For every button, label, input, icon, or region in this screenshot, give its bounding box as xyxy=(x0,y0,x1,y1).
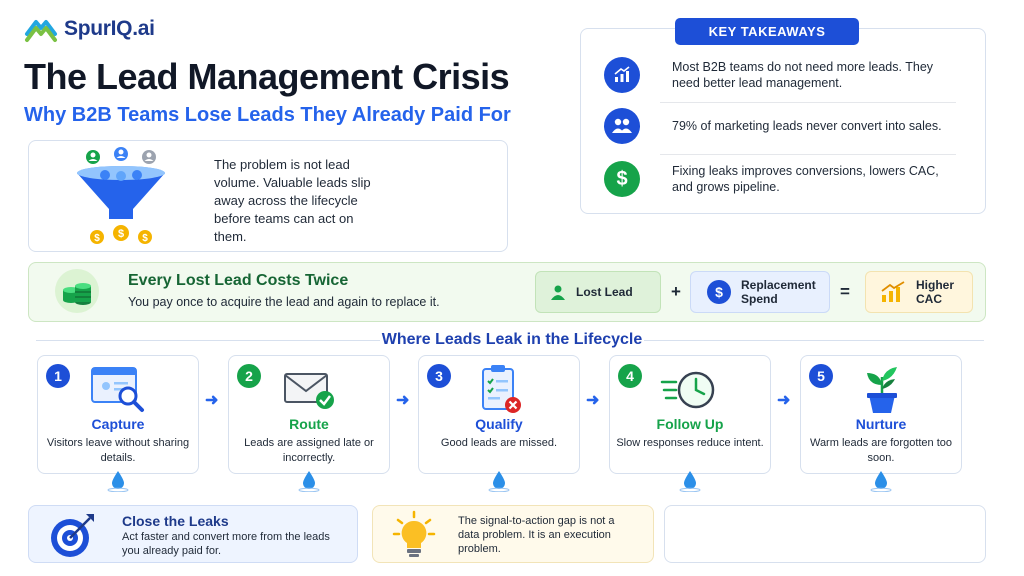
stage-follow-up-card: 4 Follow Up Slow responses reduce intent… xyxy=(609,355,771,474)
takeaway-text: Most B2B teams do not need more leads. T… xyxy=(672,60,934,90)
stage-title: Nurture xyxy=(855,416,907,432)
stage-title: Route xyxy=(289,416,329,432)
stage-description: Warm leads are forgotten too soon. xyxy=(809,437,953,464)
stage-route-card: 2 Route Leads are assigned late or incor… xyxy=(228,355,390,474)
stage-description: Slow responses reduce intent. xyxy=(616,437,764,449)
stage-description: Visitors leave without sharing details. xyxy=(46,437,190,464)
stage-number: 2 xyxy=(237,364,261,388)
stage-description: Good leads are missed. xyxy=(440,437,558,449)
replacement-spend-label: Replacement Spend xyxy=(741,278,816,306)
stage-title: Capture xyxy=(91,416,145,432)
stage-number: 1 xyxy=(46,364,70,388)
brand-logo: SpurIQ.ai xyxy=(24,14,155,44)
divider xyxy=(36,340,380,341)
stage-number: 4 xyxy=(618,364,642,388)
chart-growth-icon xyxy=(604,57,640,93)
stage-qualify-card: 3 Qualify Good leads are missed. xyxy=(418,355,580,474)
lost-lead-chip: Lost Lead xyxy=(535,271,661,313)
people-icon xyxy=(604,108,640,144)
stage-nurture-card: 5 Nurture Warm leads are forgotten too s… xyxy=(800,355,962,474)
plant-pot-icon xyxy=(851,362,913,418)
lifecycle-title: Where Leads Leak in the Lifecycle xyxy=(381,331,643,348)
browser-search-icon xyxy=(88,362,150,418)
water-drop-icon xyxy=(488,471,510,492)
takeaway-item: 79% of marketing leads never convert int… xyxy=(604,102,960,150)
equals-operator: = xyxy=(840,282,850,301)
svg-text:$: $ xyxy=(142,233,148,244)
leaking-funnel-icon: $ $ $ xyxy=(77,147,165,244)
higher-cac-chip: Higher CAC xyxy=(865,271,973,313)
stage-number: 5 xyxy=(809,364,833,388)
spuriq-logo-icon xyxy=(25,20,57,42)
page-title: The Lead Management Crisis xyxy=(24,56,510,97)
divider xyxy=(660,154,956,155)
cost-subtitle: You pay once to acquire the lead and aga… xyxy=(128,295,440,309)
target-icon xyxy=(51,514,94,557)
fast-clock-icon xyxy=(660,362,722,418)
key-takeaways-panel xyxy=(580,28,986,214)
stage-title: Follow Up xyxy=(656,416,724,432)
problem-statement: The problem is not lead volume. Valuable… xyxy=(214,157,371,244)
takeaway-item: $ Fixing leaks improves conversions, low… xyxy=(604,155,960,203)
replacement-spend-chip: $ Replacement Spend xyxy=(690,271,830,313)
svg-text:$: $ xyxy=(94,233,100,244)
stage-capture-card: 1 Capture Visitors leave without sharing… xyxy=(37,355,199,474)
water-drop-icon xyxy=(679,471,701,492)
problem-card: $ $ $ The problem is not lead volume. Va… xyxy=(28,140,508,252)
brand-name: SpurIQ.ai xyxy=(64,17,155,40)
coin-stack-icon xyxy=(55,269,99,313)
signal-gap-text: The signal-to-action gap is not a data p… xyxy=(458,515,615,555)
dollar-icon: $ xyxy=(604,161,640,197)
takeaway-text: Fixing leaks improves conversions, lower… xyxy=(672,164,939,194)
svg-text:$: $ xyxy=(118,228,124,240)
stage-description: Leads are assigned late or incorrectly. xyxy=(244,437,374,464)
bar-chart-up-icon xyxy=(881,281,905,302)
arrow-right-icon: ➜ xyxy=(396,392,410,409)
stage-number: 3 xyxy=(427,364,451,388)
page-subtitle: Why B2B Teams Lose Leads They Already Pa… xyxy=(24,104,511,126)
arrow-right-icon: ➜ xyxy=(777,392,791,409)
clipboard-x-icon xyxy=(469,362,531,418)
divider xyxy=(660,102,956,103)
takeaway-text: 79% of marketing leads never convert int… xyxy=(672,119,942,133)
cost-title: Every Lost Lead Costs Twice xyxy=(128,272,349,289)
empty-card xyxy=(664,505,986,563)
divider xyxy=(644,340,984,341)
arrow-right-icon: ➜ xyxy=(205,392,219,409)
key-takeaways-header: KEY TAKEAWAYS xyxy=(675,18,859,45)
water-drop-icon xyxy=(107,471,129,492)
higher-cac-label: Higher CAC xyxy=(916,278,955,306)
close-the-leaks-text: Act faster and convert more from the lea… xyxy=(122,531,330,557)
plus-operator: + xyxy=(671,282,681,301)
stage-title: Qualify xyxy=(475,416,523,432)
water-drop-icon xyxy=(870,471,892,492)
lightbulb-icon xyxy=(392,510,436,557)
dollar-icon: $ xyxy=(707,280,731,304)
person-icon xyxy=(551,285,565,300)
takeaway-item: Most B2B teams do not need more leads. T… xyxy=(604,51,960,99)
arrow-right-icon: ➜ xyxy=(586,392,600,409)
water-drop-icon xyxy=(298,471,320,492)
close-the-leaks-title: Close the Leaks xyxy=(122,513,229,529)
lost-lead-label: Lost Lead xyxy=(576,285,633,299)
envelope-check-icon xyxy=(279,362,341,418)
